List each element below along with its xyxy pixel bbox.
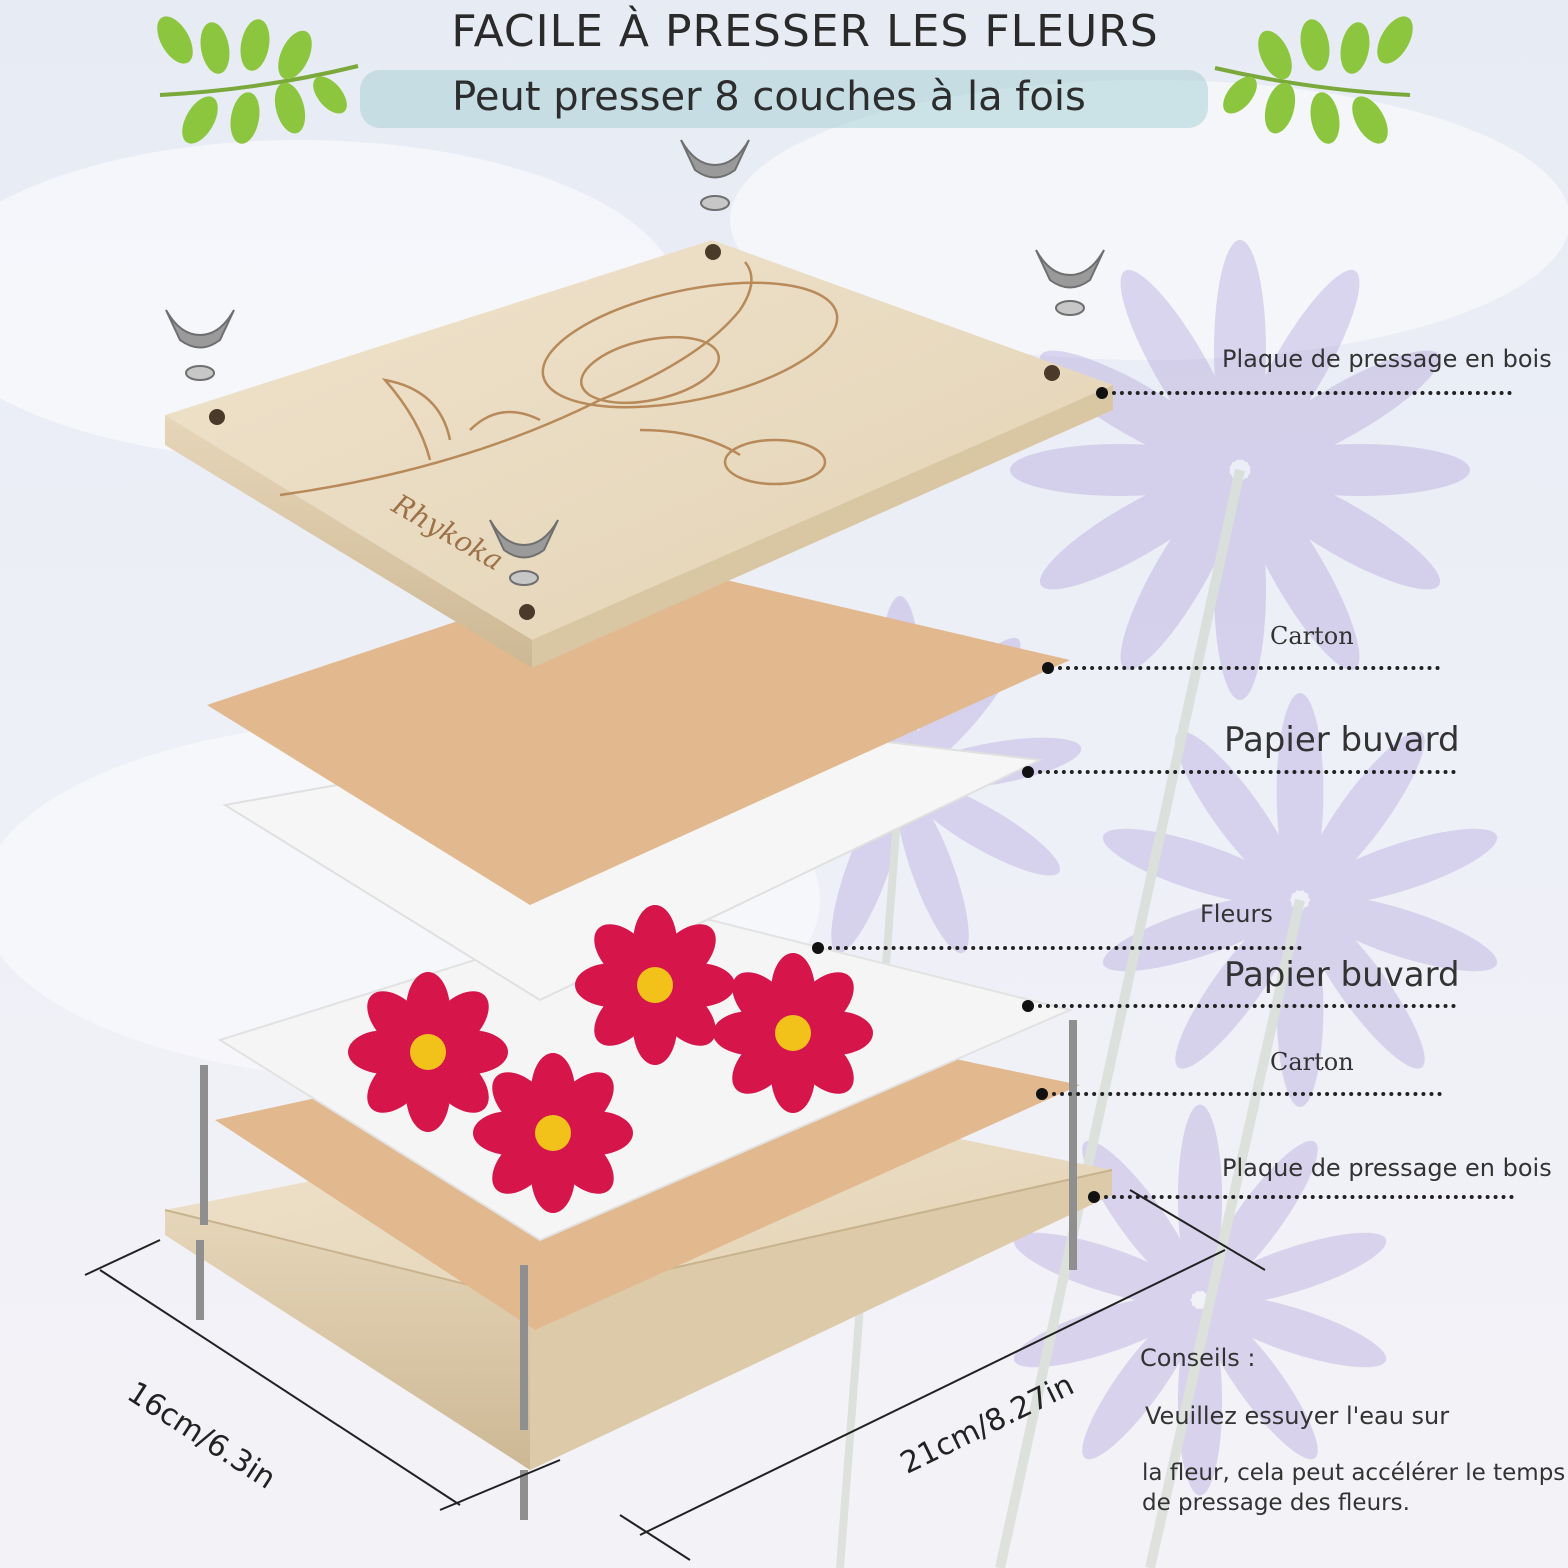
label-cardboard-top: Carton (1270, 622, 1354, 650)
leader-dot-blotting-bottom (1022, 1000, 1034, 1012)
leader-dot-bottom-plate (1088, 1191, 1100, 1203)
leader-line-blotting-bottom (1038, 1004, 1456, 1008)
label-flowers: Fleurs (1200, 900, 1273, 928)
leader-line-top-plate (1112, 391, 1512, 395)
leaf-decoration-left (157, 16, 359, 144)
dimension-lines (84, 1189, 1266, 1561)
engraved-flower-icon (279, 261, 839, 497)
leader-line-bottom-plate (1104, 1195, 1514, 1199)
upper-cardboard (207, 560, 1070, 905)
leader-line-cardboard-bottom (1052, 1092, 1442, 1096)
pressed-flower-icons (348, 905, 873, 1213)
background-daisies (718, 240, 1498, 1568)
leader-dot-blotting-top (1022, 766, 1034, 778)
leader-line-cardboard-top (1058, 666, 1440, 670)
tips-line-3: de pressage des fleurs. (1142, 1490, 1410, 1516)
leaf-decoration-right (1214, 16, 1413, 144)
leader-dot-flowers (812, 942, 824, 954)
label-bottom-plate: Plaque de pressage en bois (1222, 1154, 1552, 1182)
leader-dot-top-plate (1096, 387, 1108, 399)
threaded-rods (196, 1020, 1077, 1520)
top-wood-plate (165, 240, 1113, 668)
tips-line-2: la fleur, cela peut accélérer le temps (1142, 1460, 1566, 1486)
leader-dot-cardboard-top (1042, 662, 1054, 674)
tips-line-1: Veuillez essuyer l'eau sur (1145, 1402, 1450, 1430)
label-top-plate: Plaque de pressage en bois (1222, 345, 1552, 373)
wing-nut-icons (165, 139, 1105, 586)
tips-heading: Conseils : (1140, 1344, 1256, 1372)
page-subtitle: Peut presser 8 couches à la fois (452, 74, 1086, 120)
leader-dot-cardboard-bottom (1036, 1088, 1048, 1100)
label-cardboard-bottom: Carton (1270, 1048, 1354, 1076)
label-blotting-top: Papier buvard (1224, 720, 1460, 760)
page-title: FACILE À PRESSER LES FLEURS (451, 6, 1159, 57)
label-blotting-bottom: Papier buvard (1224, 955, 1460, 995)
subtitle-banner (360, 70, 1208, 128)
leader-line-blotting-top (1038, 770, 1456, 774)
leader-line-flowers (828, 946, 1302, 950)
